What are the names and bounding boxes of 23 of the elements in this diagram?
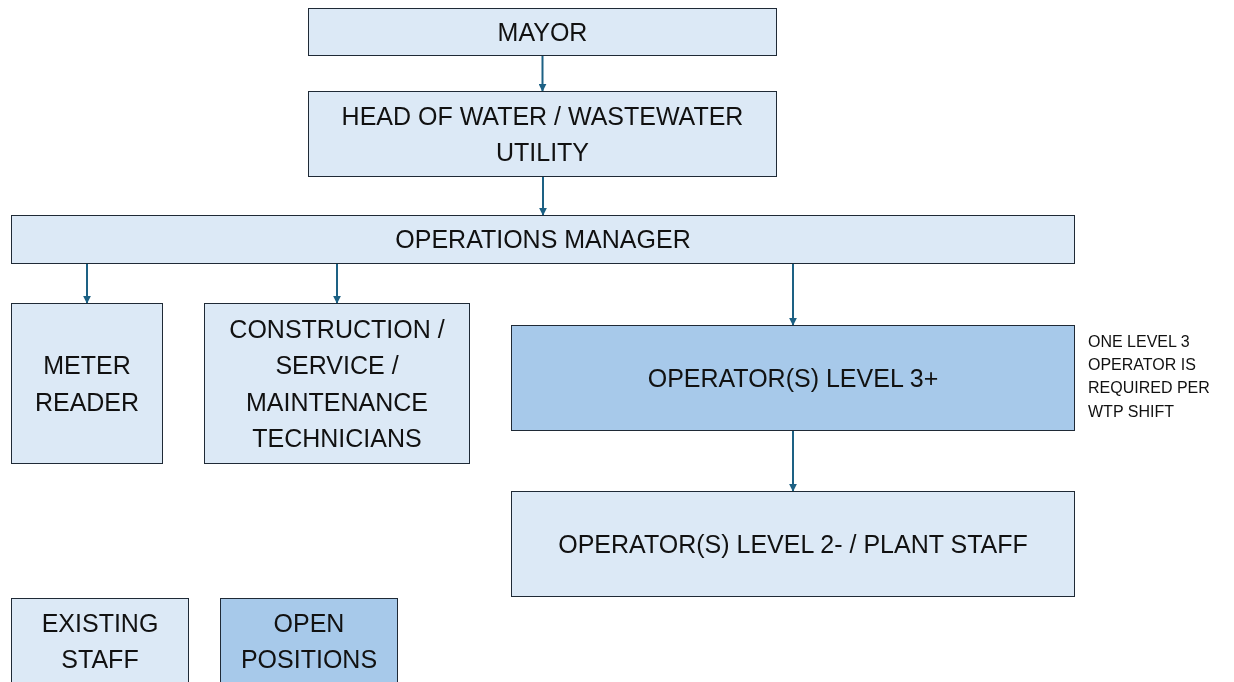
legend-label: EXISTING STAFF <box>40 608 160 676</box>
position-box <box>511 491 1075 597</box>
legend-label: OPEN POSITIONS <box>239 608 379 676</box>
arrow <box>539 176 547 216</box>
arrow <box>789 430 797 492</box>
position-title: HEAD OF WATER / WASTEWATER UTILITY <box>340 100 745 168</box>
arrow <box>538 55 547 92</box>
arrow <box>83 263 91 304</box>
position-box <box>511 325 1075 431</box>
position-title: OPERATIONS MANAGER <box>395 224 691 256</box>
position-box <box>11 303 163 464</box>
position-title: OPERATOR(S) LEVEL 2- / PLANT STAFF <box>558 528 1028 560</box>
position-box <box>204 303 470 464</box>
position-title: CONSTRUCTION / SERVICE / MAINTENANCE TECHNICIANS <box>228 314 446 454</box>
position-title: MAYOR <box>497 16 588 48</box>
position-box <box>308 91 777 177</box>
position-title: METER READER <box>33 350 141 418</box>
arrow <box>333 263 341 304</box>
position-box <box>308 8 777 56</box>
arrow <box>789 263 797 326</box>
position-box <box>11 215 1075 264</box>
position-title: OPERATOR(S) LEVEL 3+ <box>647 362 939 394</box>
note-text: ONE LEVEL 3 OPERATOR IS REQUIRED PER WTP SHIFT <box>1088 332 1211 422</box>
